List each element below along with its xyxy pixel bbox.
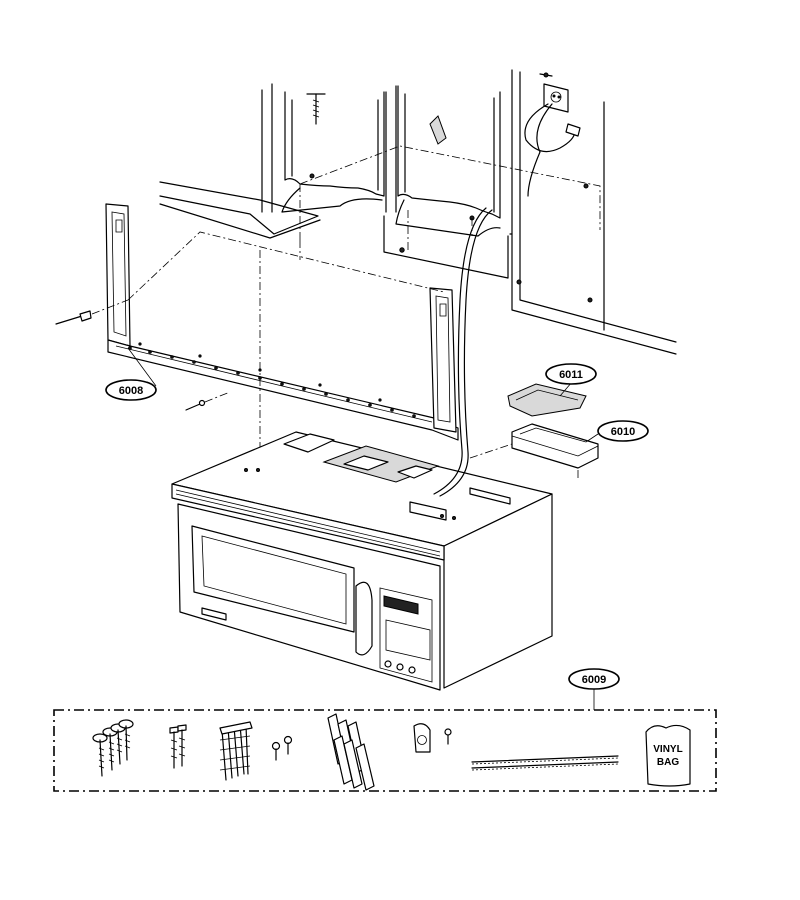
toggle-bolts (92, 719, 134, 777)
callout-6008: 6008 (105, 379, 157, 401)
callout-6010-label: 6010 (611, 426, 635, 438)
small-screws (271, 735, 293, 761)
threaded-rods (471, 755, 619, 771)
vinyl-bag-label-line2: BAG (657, 757, 679, 768)
callout-6009: 6009 (568, 668, 620, 690)
installation-kit: VINYL BAG (53, 709, 717, 792)
screw-left (55, 299, 129, 325)
damper-part (507, 383, 587, 417)
vinyl-bag: VINYL BAG (645, 724, 691, 787)
microwave-oven (171, 431, 553, 691)
callout-6011-label: 6011 (559, 369, 583, 381)
callout-6009-label: 6009 (582, 674, 606, 686)
callout-6010: 6010 (597, 420, 649, 442)
mounting-plate-holes (128, 342, 416, 418)
callout-6010-leader (585, 433, 599, 443)
screw-bottom (185, 391, 231, 411)
callout-6011: 6011 (545, 363, 597, 385)
mounting-plate (55, 203, 459, 470)
kit-box (53, 709, 717, 792)
long-screws (219, 721, 253, 781)
vinyl-bag-label-line1: VINYL (653, 744, 682, 755)
callout-6008-label: 6008 (119, 385, 143, 397)
wing-toggles (327, 713, 375, 791)
exhaust-adapter-part (469, 423, 599, 478)
power-cord (439, 209, 493, 497)
wood-bolts (169, 724, 187, 769)
cord-clamp (413, 723, 452, 753)
upper-cabinets (159, 69, 677, 355)
callout-6008-leader (127, 347, 157, 387)
